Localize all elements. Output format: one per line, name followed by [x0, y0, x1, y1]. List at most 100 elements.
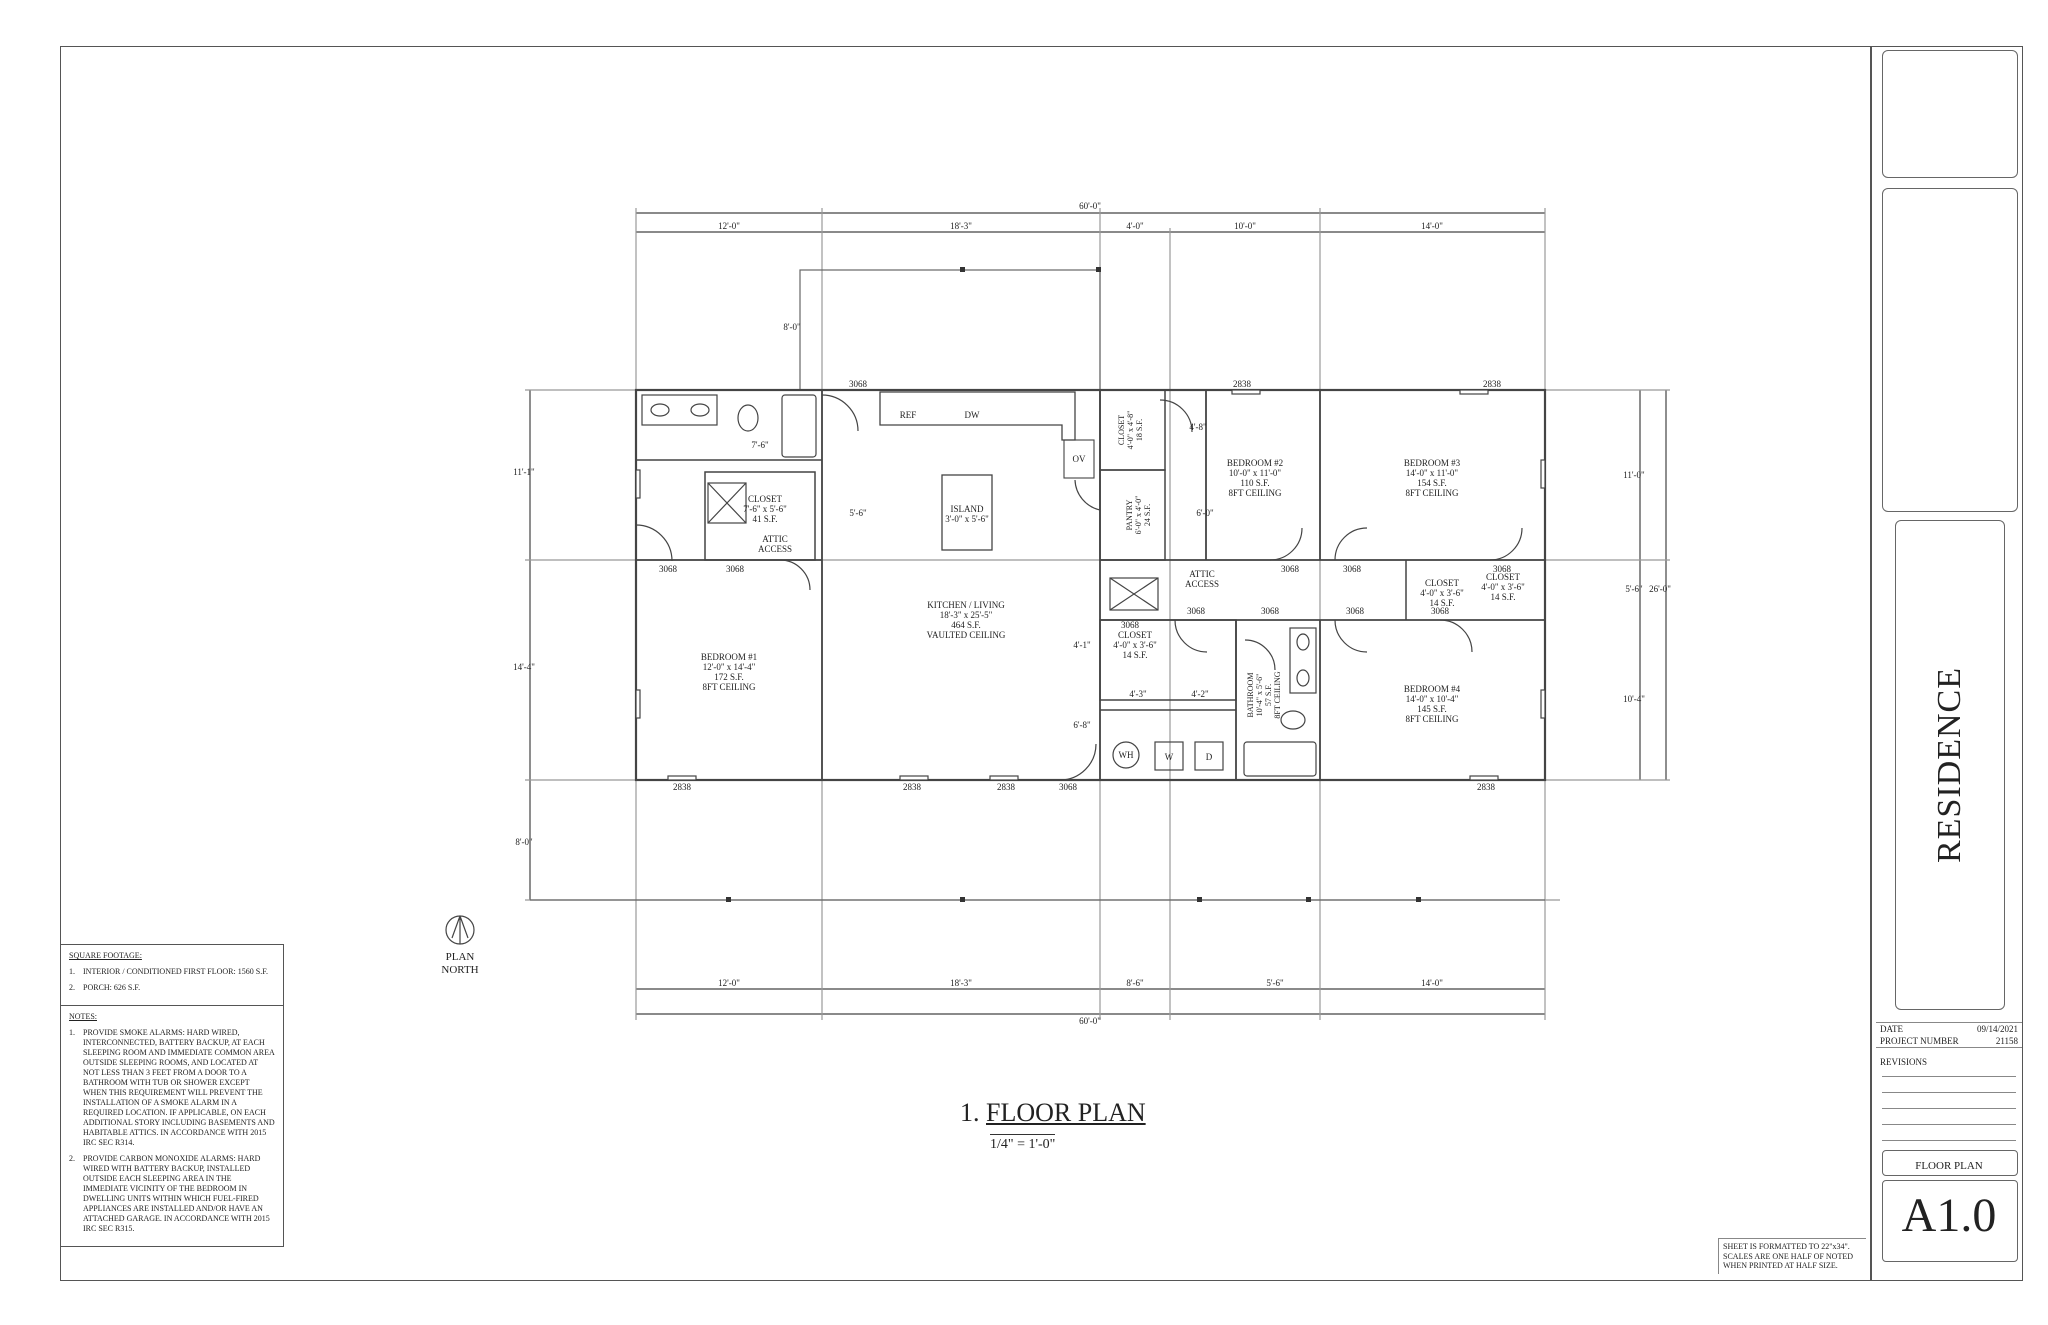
kitchen-island: [941, 474, 993, 551]
room-tag-bedroom4: BEDROOM #4: [1404, 684, 1461, 694]
dimension-right: 10'-4": [1623, 694, 1645, 704]
door-code: 3068: [1187, 606, 1206, 616]
sink: [1296, 669, 1310, 687]
door-swing: [1334, 527, 1368, 561]
room-tag-kitchen: VAULTED CEILING: [927, 630, 1006, 640]
revision-line: [1882, 1108, 2016, 1109]
notes-heading: NOTES:: [69, 1012, 97, 1021]
water-heater: [1112, 741, 1140, 769]
title-block-info-box: [1882, 188, 2018, 512]
dimension-bottom: 14'-0": [1421, 978, 1443, 988]
room-tag-closet-b4: 14 S.F.: [1429, 598, 1454, 608]
attic-access-hatch: [1109, 577, 1159, 611]
room-tag-bedroom3: 8FT CEILING: [1405, 488, 1459, 498]
format-note: SHEET IS FORMATTED TO 22"x34". SCALES AR…: [1718, 1238, 1866, 1274]
appliance-label: W: [1165, 752, 1174, 762]
door-code: 3068: [1346, 606, 1365, 616]
attic-access-hatch: [707, 482, 747, 524]
dimension-porch: 8'-0": [515, 837, 533, 847]
room-tag-bedroom3: BEDROOM #3: [1404, 458, 1461, 468]
closet-hall-walls: [1099, 619, 1237, 701]
room-tag-kitchen: 464 S.F.: [951, 620, 981, 630]
title-block-logo-box: [1882, 50, 2018, 178]
exterior-walls: [634, 388, 1547, 782]
appliance-label: OV: [1073, 454, 1086, 464]
porch-post: [726, 897, 731, 902]
door-swing: [779, 559, 811, 591]
note-item: 2. PROVIDE CARBON MONOXIDE ALARMS: HARD …: [69, 1154, 275, 1234]
revision-line: [1882, 1140, 2016, 1141]
notes-section: NOTES: 1. PROVIDE SMOKE ALARMS: HARD WIR…: [61, 1005, 283, 1246]
attic-access-hatch: [707, 482, 747, 524]
door-code: 3068: [1493, 564, 1512, 574]
north-label: NORTH: [441, 964, 478, 976]
room-tag-island: ISLAND: [951, 504, 984, 514]
appliance-label: WH: [1119, 750, 1134, 760]
door-code: 3068: [726, 564, 745, 574]
room-tag-island: 3'-0" x 5'-6": [945, 514, 989, 524]
room-tag-bedroom3: 14'-0" x 11'-0": [1406, 468, 1459, 478]
range: [1063, 439, 1095, 479]
door-swing: [1334, 619, 1368, 653]
room-tag-closet-top: CLOSET 4'-0" x 4'-8" 18 S.F.: [1117, 411, 1144, 450]
sheet-number-box: [1882, 1180, 2018, 1262]
bathtub: [781, 394, 817, 458]
room-tag-bedroom1: BEDROOM #1: [701, 652, 757, 662]
door-swing: [1074, 479, 1101, 511]
revision-line: [1882, 1092, 2016, 1093]
sheet-title: FLOOR PLAN: [1915, 1160, 1983, 1172]
dimension-left: 14'-4": [513, 662, 535, 672]
room-tag-line: CLOSET: [1117, 415, 1126, 445]
window: [635, 689, 641, 719]
dimension-right-overall: 26'-0": [1649, 584, 1671, 594]
revisions-label: REVISIONS: [1880, 1057, 1928, 1067]
door-swing: [1269, 527, 1303, 561]
closet-master-walls: [704, 471, 816, 561]
note-text: PROVIDE CARBON MONOXIDE ALARMS: HARD WIR…: [83, 1154, 270, 1233]
door-code: 3068: [659, 564, 678, 574]
room-tag-line: BATHROOM: [1246, 673, 1255, 718]
window: [1540, 689, 1546, 719]
porch-post: [960, 267, 965, 272]
rear-porch: [799, 269, 1101, 391]
vanity: [641, 394, 718, 426]
door-swing: [821, 394, 859, 432]
attic-access-hatch: [1109, 577, 1159, 611]
dimension-bottom: 12'-0": [718, 978, 740, 988]
window-code: 2838: [1233, 379, 1252, 389]
room-tag-bathroom2: BATHROOM 10'-4" x 5'-6" 57 S.F. 8FT CEIL…: [1246, 671, 1282, 718]
room-tag-line: 24 S.F.: [1143, 504, 1152, 526]
title-block-meta: DATE 09/14/2021 PROJECT NUMBER 21158: [1876, 1022, 2022, 1048]
room-tag-closet-b4: CLOSET: [1425, 578, 1460, 588]
door-code: 3068: [1431, 606, 1450, 616]
dimension-left: 11'-1": [513, 467, 535, 477]
room-tag-kitchen: KITCHEN / LIVING: [927, 600, 1005, 610]
attic-access-label: ACCESS: [1185, 579, 1219, 589]
window: [1231, 389, 1261, 395]
window: [899, 775, 929, 781]
window-code: 2838: [1477, 782, 1496, 792]
dimension-top: 18'-3": [950, 221, 972, 231]
porch-post: [1096, 267, 1101, 272]
revision-line: [1882, 1124, 2016, 1125]
window-code: 2838: [1483, 379, 1502, 389]
attic-access-label: ATTIC: [762, 534, 788, 544]
door-code: 3068: [849, 379, 868, 389]
room-tag-closet-b3: 14 S.F.: [1490, 592, 1515, 602]
dimension-misc: 4'-3": [1129, 689, 1147, 699]
room-tag-bedroom2: BEDROOM #2: [1227, 458, 1283, 468]
sf-item-number: 2.: [69, 983, 75, 992]
room-tag-line: 10'-4" x 5'-6": [1255, 674, 1264, 717]
plan-title: 1. FLOOR PLAN: [960, 1098, 1146, 1128]
window: [989, 775, 1019, 781]
appliance-label: REF: [900, 410, 917, 420]
sf-item-text: PORCH: 626 S.F.: [83, 983, 141, 992]
door-code: 3068: [1281, 564, 1300, 574]
square-footage-heading: SQUARE FOOTAGE:: [69, 951, 142, 960]
room-tag-closet-b3: CLOSET: [1486, 572, 1521, 582]
door-swing: [1244, 639, 1276, 671]
door-code: 3068: [1059, 782, 1078, 792]
square-footage-section: SQUARE FOOTAGE: 1. INTERIOR / CONDITIONE…: [61, 945, 283, 1005]
door-swing: [1489, 527, 1523, 561]
